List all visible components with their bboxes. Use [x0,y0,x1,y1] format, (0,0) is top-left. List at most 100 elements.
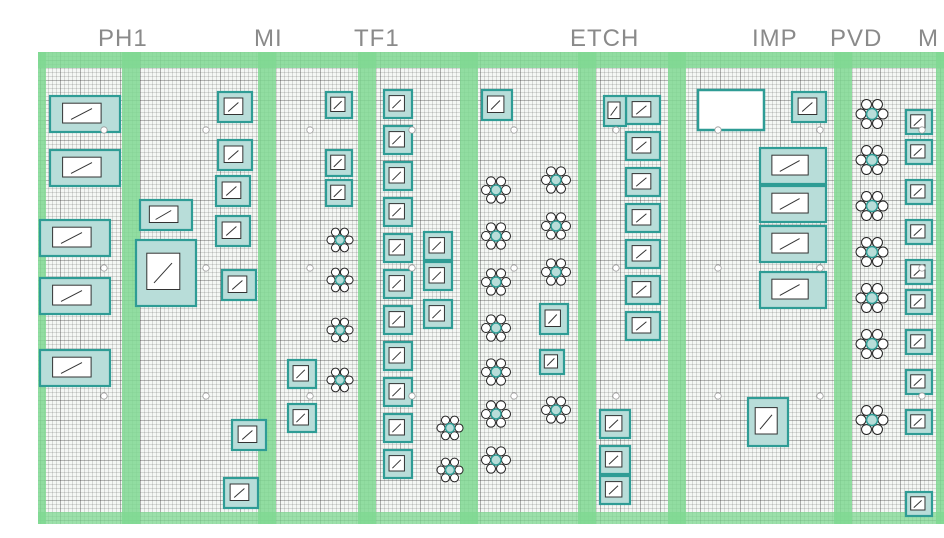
cluster-chamber [861,348,872,359]
tool-detail [913,338,922,346]
cluster-chamber [486,239,496,250]
cluster-chamber [556,258,566,269]
tool-detail [70,108,93,120]
tool-metrology [904,408,934,436]
tool-cluster [436,415,464,441]
grid-node [202,392,210,400]
tool-detail [610,106,618,116]
cluster-chamber [454,423,464,433]
cluster-chamber [855,154,867,166]
tool-cluster [480,88,514,122]
cluster-chamber [872,191,883,202]
tool-detail [392,459,402,469]
cluster-chamber [861,329,872,340]
tool-detail [392,279,402,289]
cluster-chamber [449,415,460,425]
tool-detail [635,321,647,331]
cluster-chamber [541,221,551,231]
cluster-chamber [872,348,883,359]
cluster-chamber [486,331,496,342]
tool-detail [60,290,83,302]
tool-cluster [326,317,354,343]
cluster-chamber [339,243,350,253]
tool-detail [546,358,555,366]
tool-cluster [326,367,354,393]
cluster-chamber [501,367,511,377]
cluster-chamber [872,283,883,294]
cluster-chamber [855,414,867,426]
cluster-chamber [326,325,336,335]
tool-metrology [230,418,268,452]
grid-node [816,126,824,134]
top-aisle [38,52,944,68]
cluster-chamber [546,183,556,194]
cluster-hub [865,337,879,351]
cluster-chamber [486,463,496,474]
grid-node [714,264,722,272]
tool-cluster [855,237,889,267]
tool-metrology [624,310,662,342]
tool-detail [296,413,306,423]
grid-node [202,264,210,272]
tool-detail [779,238,800,250]
tool-cluster [855,405,889,435]
tool-metrology [904,218,934,246]
tool-detail [296,369,306,379]
cluster-chamber [436,423,446,433]
bay-label-imp: IMP [752,25,798,52]
grid-node [816,264,824,272]
cluster-chamber [496,358,506,369]
grid-node [408,126,416,134]
tool-implanter [790,90,828,124]
cluster-chamber [339,383,350,393]
grid-node [714,126,722,134]
tool-detail [913,188,922,196]
grid-node [612,126,620,134]
cluster-chamber [481,323,491,333]
tool-detail [432,241,442,251]
bay-label-m: M [918,25,939,52]
cluster-chamber [486,446,496,457]
cluster-chamber [496,375,506,386]
cluster-chamber [339,267,350,277]
tool-detail [392,135,402,145]
cluster-chamber [861,145,872,156]
tool-detail [913,118,922,126]
cluster-chamber [556,229,566,240]
cluster-chamber [486,417,496,428]
tool-detail [225,226,237,236]
cluster-chamber [330,367,341,377]
tool-cluster [855,145,889,175]
cluster-chamber [855,108,867,120]
tool-implanter-main [696,88,766,132]
tool-footprints [38,88,934,518]
cluster-hub [334,374,346,386]
cluster-hub [490,408,502,420]
cluster-chamber [330,333,341,343]
tool-cluster [855,329,889,359]
cluster-chamber [496,239,506,250]
tool-detail [779,160,800,172]
cluster-chamber [861,405,872,416]
tool-cluster [481,176,511,204]
tool-detail [913,228,922,236]
tool-detail [241,430,253,440]
cluster-chamber [877,108,889,120]
tool-core [52,226,92,248]
tool-core [62,156,102,178]
cluster-chamber [496,222,506,233]
cluster-chamber [501,409,511,419]
cluster-chamber [344,235,354,245]
cluster-hub [444,422,456,434]
tool-body [538,348,566,376]
grid-node [306,264,314,272]
tool-metrology [214,174,252,208]
tool-cluster [481,446,511,474]
cluster-chamber [872,237,883,248]
cluster-chamber [561,267,571,277]
cluster-chamber [877,292,889,304]
cluster-chamber [330,383,341,393]
tool-detail [548,314,558,324]
cluster-hub [550,174,562,186]
bay-labels: PH1 MI TF1 ETCH IMP PVD M [98,25,939,52]
